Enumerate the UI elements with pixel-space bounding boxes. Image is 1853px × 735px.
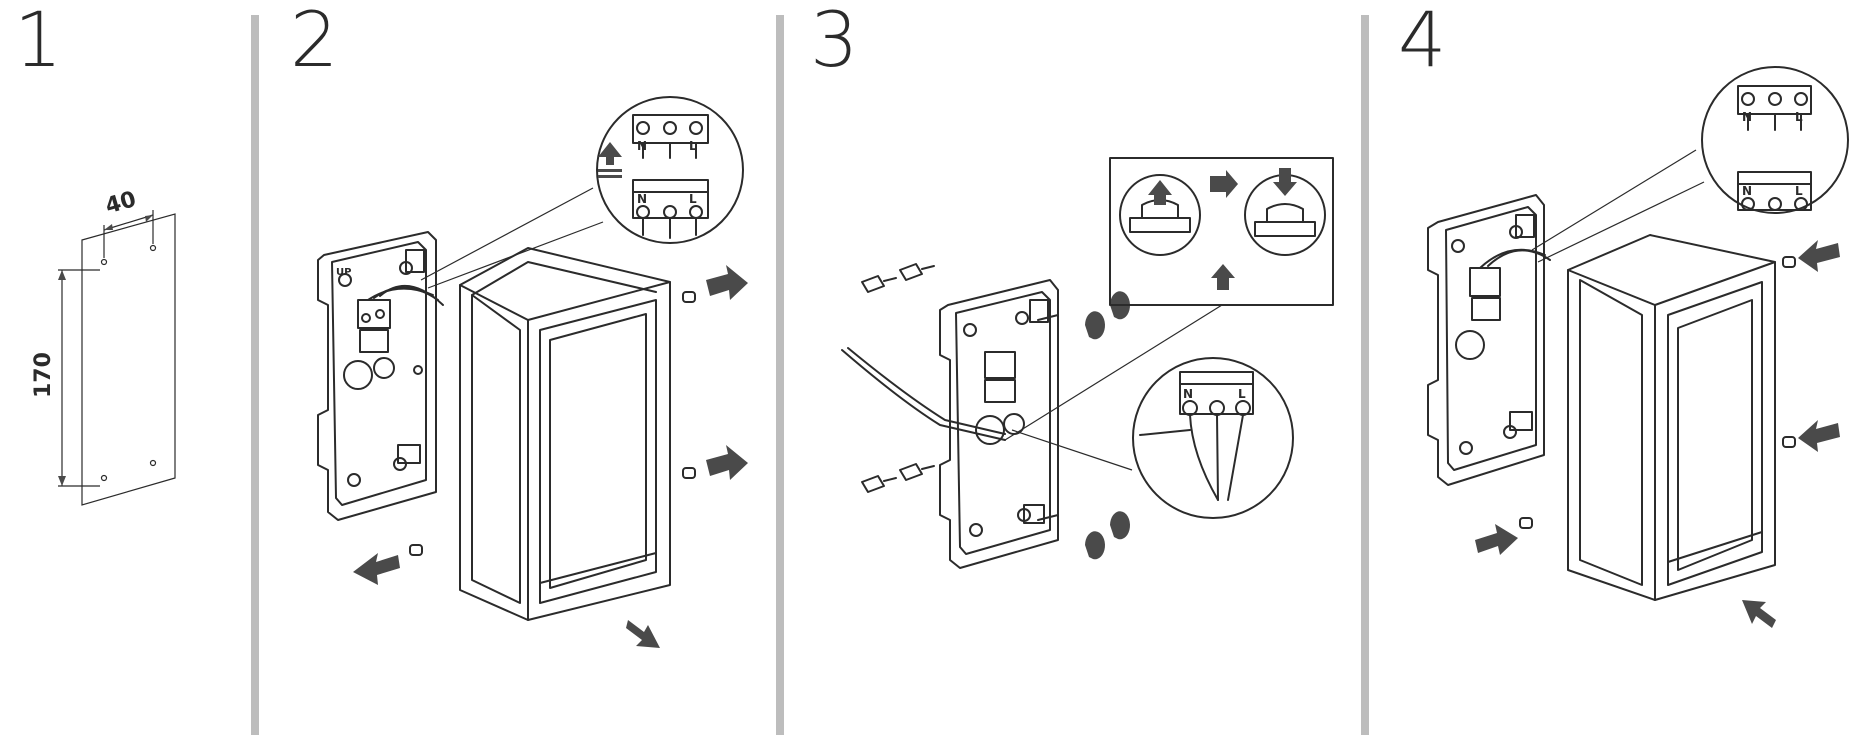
step4-arrow-left-top — [1798, 240, 1840, 272]
divider-1-2 — [251, 15, 259, 735]
step4-mounting-plate — [1427, 194, 1551, 486]
step2-arrow-right-mid — [706, 445, 748, 480]
step2-label-l-bottom: L — [689, 192, 697, 206]
step-number-3: 3 — [810, 0, 859, 84]
step2-arrow-up — [598, 142, 622, 165]
step2-label-n-bottom: N — [637, 192, 647, 206]
up-marking: UP — [336, 267, 351, 278]
step4-arrow-right-bottom — [1475, 524, 1518, 555]
step-number-4: 4 — [1398, 0, 1447, 84]
step4-zoom-callout — [1701, 66, 1849, 214]
step3-mounting-plate — [939, 279, 1059, 569]
step4-lantern-frame — [1567, 234, 1776, 601]
step2-arrow-left — [353, 553, 400, 585]
step3-terminal-block — [1139, 371, 1254, 501]
step3-rotate-arrow-3 — [1085, 531, 1105, 560]
step3-inset-arrow-right — [1210, 170, 1238, 198]
step4-illustration: N L N L — [1427, 66, 1849, 628]
step3-label-l: L — [1238, 387, 1246, 401]
step4-terminal-bottom — [1737, 171, 1812, 211]
step2-mounting-plate — [317, 231, 444, 521]
step4-label-l-bottom: L — [1795, 184, 1803, 198]
step2-zoom-callout — [596, 96, 744, 244]
step2-terminal-top — [632, 114, 709, 159]
divider-2-3 — [776, 15, 784, 735]
step1-drill-template: 40 170 — [31, 187, 176, 506]
step3-mains-cable — [841, 349, 1006, 441]
step3-wall-plugs — [861, 263, 935, 493]
step3-inset-arrow-up — [1211, 264, 1235, 290]
step3-rotate-arrow-1 — [1085, 311, 1105, 340]
step4-terminal-top — [1737, 85, 1812, 131]
step4-arrow-left-mid — [1798, 420, 1840, 452]
step3-wiring-zoom — [1132, 357, 1294, 519]
step-number-2: 2 — [290, 0, 339, 84]
step2-label-n-top: N — [637, 139, 647, 153]
width-dimension-label: 40 — [103, 187, 139, 219]
step4-label-n-bottom: N — [1742, 184, 1752, 198]
step2-arrow-right-top — [706, 265, 748, 300]
height-dimension-label: 170 — [31, 352, 56, 398]
step-number-1: 1 — [14, 0, 63, 84]
step3-illustration: N L — [841, 157, 1334, 569]
step2-label-l-top: L — [689, 139, 697, 153]
step4-label-n-top: N — [1742, 110, 1752, 124]
step2-illustration: UP N L N L — [317, 96, 748, 648]
divider-3-4 — [1361, 15, 1369, 735]
step3-rotate-arrow-4 — [1110, 511, 1130, 540]
step4-label-l-top: L — [1795, 110, 1803, 124]
step3-label-n: N — [1183, 387, 1193, 401]
step2-lantern-frame — [459, 247, 671, 621]
step2-arrow-down — [626, 620, 660, 648]
step2-terminal-bottom — [632, 179, 709, 239]
step4-arrow-up-left — [1742, 600, 1776, 628]
